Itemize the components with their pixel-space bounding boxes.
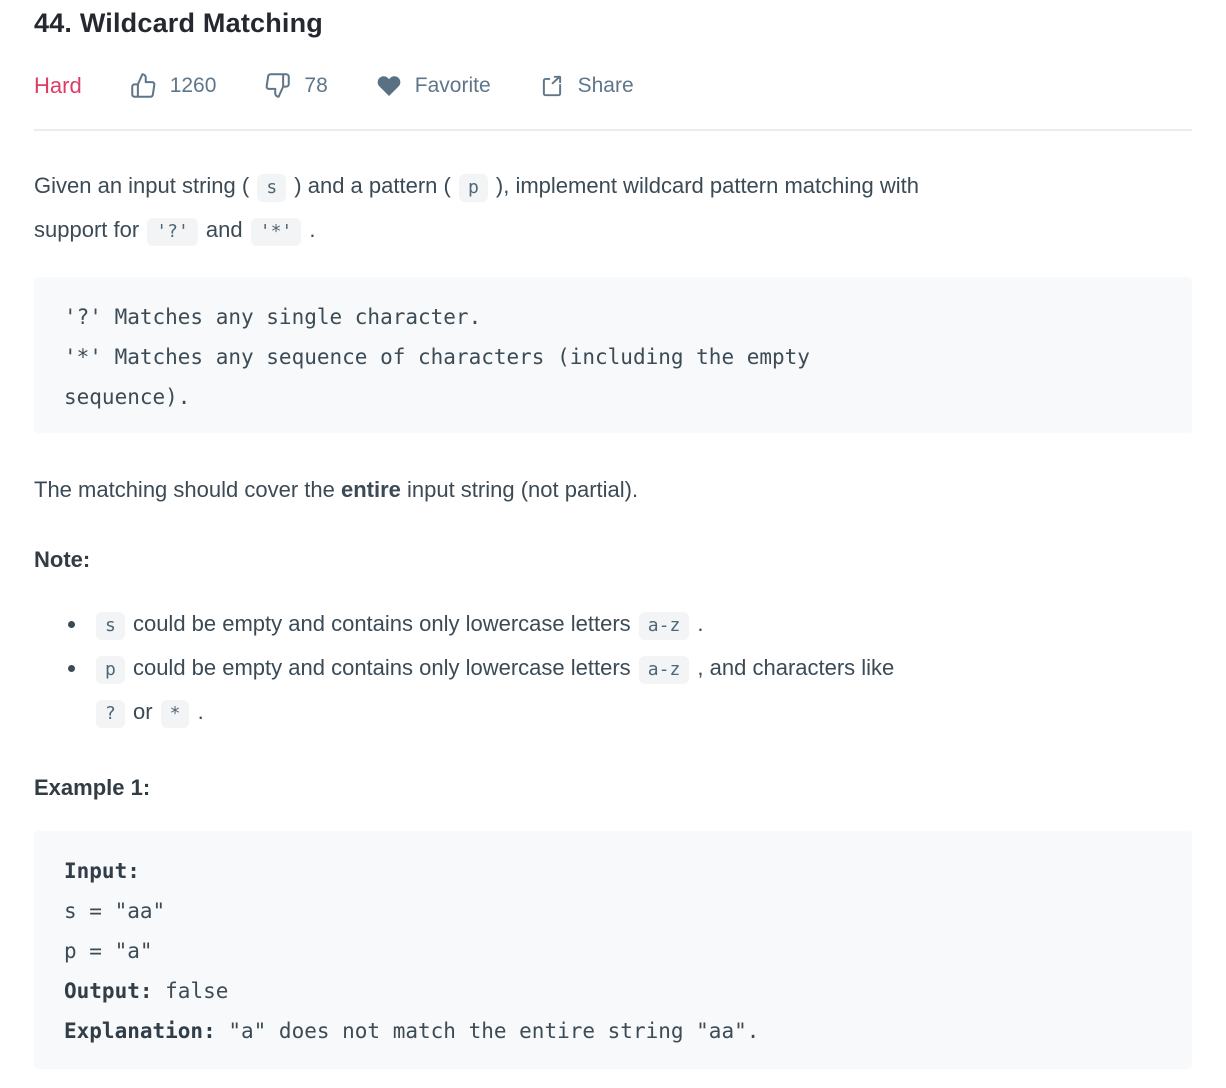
inline-code-p: p xyxy=(458,174,488,202)
entire-bold: entire xyxy=(340,477,401,502)
example-heading: Example 1: xyxy=(34,775,151,800)
intro-text: Given an input string ( xyxy=(34,173,256,198)
inline-code-star: * xyxy=(160,700,190,728)
example-output-line: Output: false xyxy=(64,979,229,1003)
rules-line: '?' Matches any single character. xyxy=(64,305,482,329)
dislike-button[interactable]: 78 xyxy=(264,72,328,99)
inline-code-s: s xyxy=(257,174,287,202)
page-title: 44. Wildcard Matching xyxy=(34,8,324,38)
favorite-button[interactable]: Favorite xyxy=(376,73,491,99)
like-button[interactable]: 1260 xyxy=(130,72,217,99)
entire-paragraph: The matching should cover the entire inp… xyxy=(34,477,639,502)
inline-code-az: a-z xyxy=(638,612,690,640)
inline-code-question: ? xyxy=(96,700,125,728)
thumbs-down-icon xyxy=(264,72,291,99)
dislike-count: 78 xyxy=(304,73,328,97)
share-button[interactable]: Share xyxy=(539,73,634,99)
favorite-label: Favorite xyxy=(414,73,491,97)
example-explanation-line: Explanation: "a" does not match the enti… xyxy=(64,1019,760,1043)
inline-code-az: a-z xyxy=(638,656,690,684)
example-code-block: Input: s = "aa" p = "a" Output: false Ex… xyxy=(34,831,1192,1069)
difficulty-badge: Hard xyxy=(34,72,82,98)
inline-code-question: '?' xyxy=(147,218,198,246)
inline-code-s: s xyxy=(96,612,125,640)
meta-row: Hard 1260 78 Favorite xyxy=(34,72,1192,99)
share-label: Share xyxy=(577,73,634,97)
example-line-s: s = "aa" xyxy=(64,899,166,923)
rules-code-block: '?' Matches any single character. '*' Ma… xyxy=(34,277,1192,433)
like-count: 1260 xyxy=(169,73,217,97)
inline-code-star: '*' xyxy=(250,218,302,246)
note-item-s: s could be empty and contains only lower… xyxy=(88,603,1192,647)
example-input-label: Input: xyxy=(64,859,140,883)
share-icon xyxy=(539,73,565,99)
rules-line: sequence). xyxy=(64,385,191,409)
rules-line: '*' Matches any sequence of characters (… xyxy=(64,345,810,369)
inline-code-p: p xyxy=(96,656,125,684)
notes-list: s could be empty and contains only lower… xyxy=(34,603,1192,735)
example-line-p: p = "a" xyxy=(64,939,153,963)
intro-paragraph: Given an input string ( s ) and a patter… xyxy=(34,165,1192,253)
heart-icon xyxy=(376,73,402,99)
note-heading: Note: xyxy=(34,547,91,572)
thumbs-up-icon xyxy=(130,72,157,99)
note-item-p: p could be empty and contains only lower… xyxy=(88,647,1192,735)
divider xyxy=(34,129,1192,131)
